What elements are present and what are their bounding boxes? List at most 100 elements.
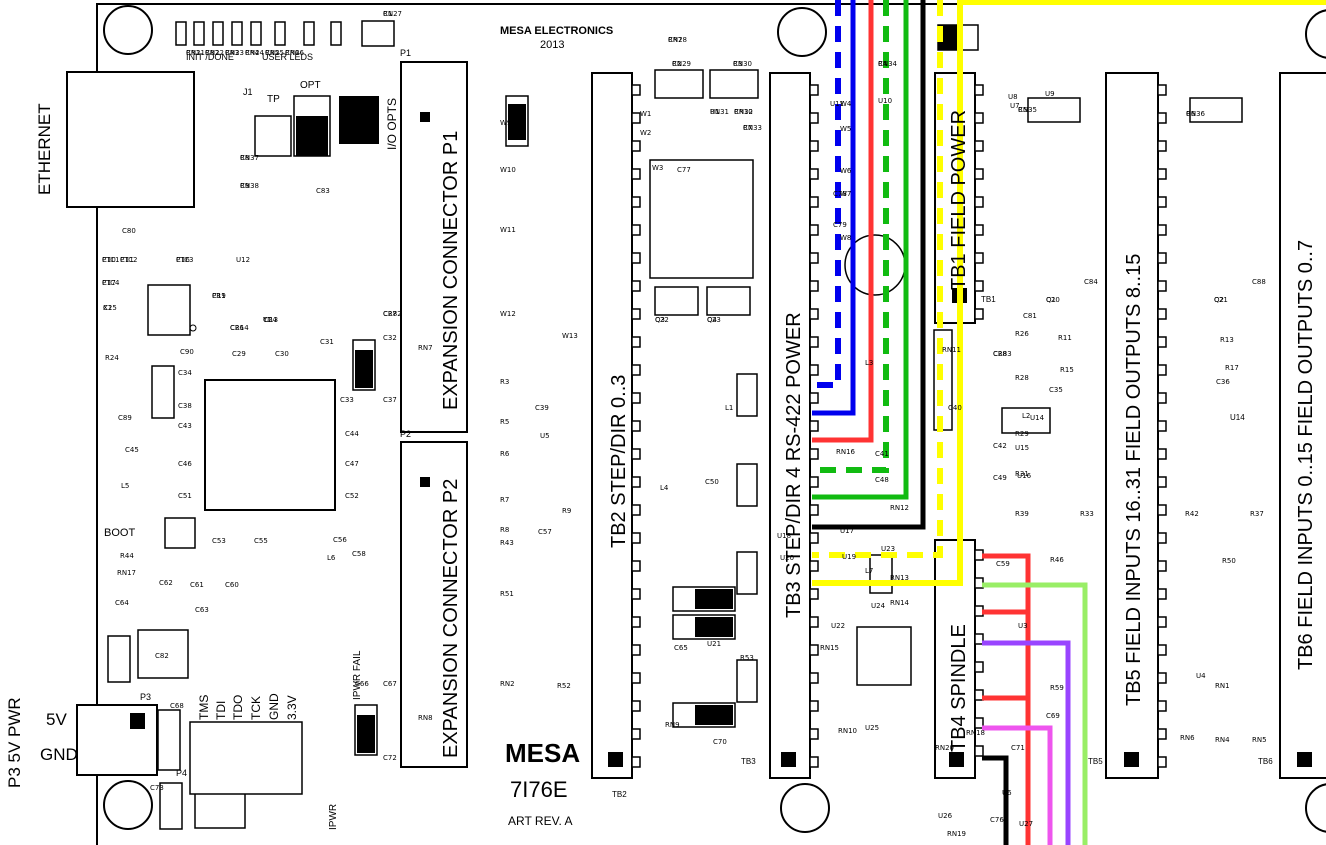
terminal-tab [1157,252,1167,264]
terminal-tab [809,644,819,656]
component-ref: Q1 [1046,296,1056,304]
component-ref: RN11 [942,346,961,354]
mesa-logo: MESA [505,738,580,768]
terminal-tab [631,168,641,180]
terminal-tab [631,196,641,208]
component-ref: U13 [264,316,278,324]
terminal-tab [631,476,641,488]
terminal-tab [631,756,641,768]
component-ref: C90 [180,348,194,356]
ref-u14: U14 [1230,413,1245,422]
terminal-tab [809,252,819,264]
component-ref: R28 [1015,374,1029,382]
inductor-l1 [649,159,754,279]
terminal-tab [974,689,984,701]
terminal-tab [631,308,641,320]
tb2-small: TB2 [612,790,627,799]
component-ref: RN16 [836,448,856,456]
opt-label: OPT [300,80,321,91]
component-ref: W1 [640,110,651,118]
terminal-tab [1157,112,1167,124]
terminal-tab [974,308,984,320]
component-ref: C11 [120,256,134,264]
component-ref: R53 [740,654,754,662]
tb3-label: TB3 STEP/DIR 4 RS-422 POWER [783,312,805,618]
component-ref: C67 [383,680,397,688]
terminal-tab [1157,84,1167,96]
terminal-tab [1157,168,1167,180]
p3-small: P3 [140,692,151,702]
component-ref: C10 [102,256,116,264]
tb5-small: TB5 [1088,757,1103,766]
component-ref: RN35 [1018,106,1037,114]
component-ref: RN21 [186,49,205,57]
component-ref: L6 [327,554,336,562]
terminal-tab [1157,308,1167,320]
wire-blue-dashed [812,0,841,388]
component-ref: C23 [707,316,721,324]
component-ref: C62 [159,579,173,587]
component-ref: U9 [1045,90,1055,98]
expansion-connector-p2 [400,441,468,768]
gnd-label: GND [40,745,78,764]
terminal-tab [809,364,819,376]
component-ref: RN12 [890,504,909,512]
component-ref: U14 [1030,414,1045,422]
component-ref: C69 [1046,712,1060,720]
init-done-label: INIT /DONE [186,52,234,62]
component-ref: PTC3 [176,256,193,264]
component-ref: R9 [562,507,571,515]
terminal-tab [1157,672,1167,684]
terminal-block-tb4 [934,539,976,779]
component-ref: C8 [240,154,249,162]
component-ref: R43 [500,539,514,547]
component-ref: RN13 [890,574,909,582]
svg-text:TDO: TDO [231,695,245,720]
component-ref: RN32 [734,108,753,116]
year-label: 2013 [540,39,564,51]
component-ref: C30 [275,350,289,358]
component-ref: U21 [707,640,721,648]
component-ref: R8 [500,526,509,534]
component-ref: C33 [340,396,354,404]
component-ref: RN15 [820,644,839,652]
component-ref: C41 [875,450,889,458]
mounting-hole [777,7,827,57]
component-ref: RN23 [225,49,244,57]
terminal-tabs [631,84,1167,768]
terminal-tab [974,605,984,617]
component-ref: U5 [540,432,550,440]
mounting-hole [103,5,153,55]
wire-blue [812,0,856,416]
component-ref: CR83 [993,350,1012,358]
component-ref: W12 [500,310,516,318]
svg-text:TDI: TDI [214,701,228,720]
component-ref: CR1 [186,49,200,57]
p2-small: P2 [400,429,411,439]
wire-yellow-dashed [812,0,943,558]
component-ref: U4 [1196,672,1206,680]
component-ref: C47 [345,460,359,468]
component-ref: R31 [1015,470,1029,478]
tb5-label: TB5 FIELD INPUTS 16..31 FIELD OUTPUTS 8.… [1123,254,1145,706]
terminal-tab [809,420,819,432]
terminal-block-tb3 [769,72,811,779]
component-ref: CR4 [245,49,260,57]
component-ref: U11 [830,100,844,108]
component-ref: C68 [170,702,184,710]
wire-green-dashed [812,0,889,473]
terminal-block-tb5 [1105,72,1159,779]
wire-purple-spindle [982,640,1071,845]
component-ref: W6 [840,167,852,175]
component-ref: PTC4 [102,279,120,287]
terminal-tab [809,280,819,292]
component-ref: C73 [150,784,164,792]
terminal-tab [809,756,819,768]
terminal-tab [1157,336,1167,348]
component-ref: C43 [178,422,192,430]
component-ref: W7 [840,190,851,198]
component-ref: C63 [195,606,209,614]
component-ref: C6 [1186,110,1196,118]
component-ref: C24 [263,316,277,324]
mounting-hole [1305,783,1326,833]
